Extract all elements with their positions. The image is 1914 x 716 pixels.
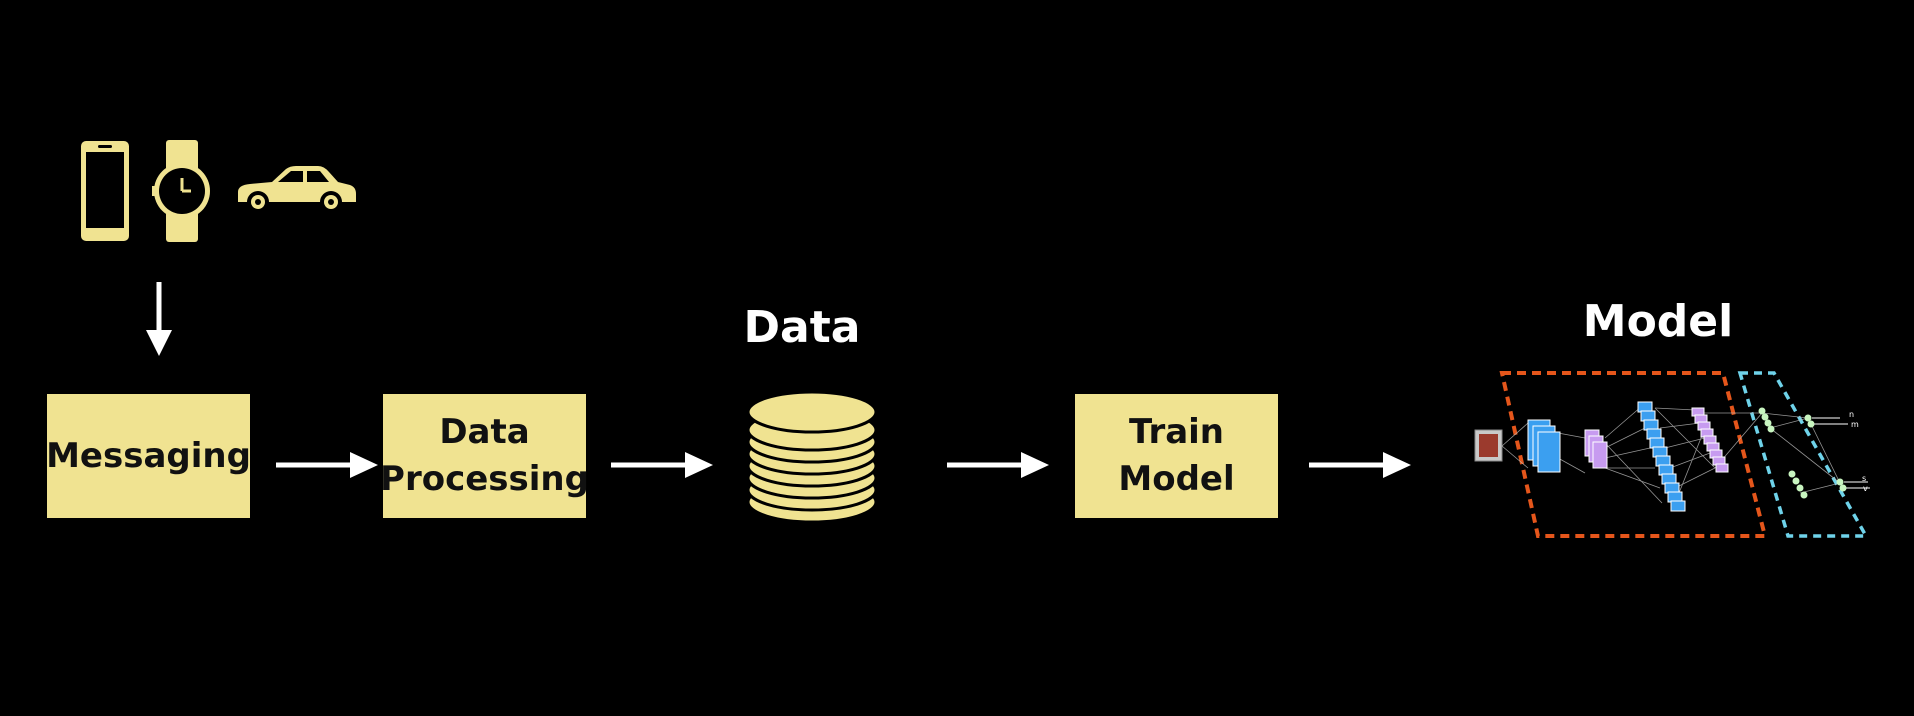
train-model-label-line2: Model <box>1118 459 1235 499</box>
arrow-right-2 <box>611 452 713 478</box>
data-processing-box: Data Processing <box>380 394 589 518</box>
output-label-m: m <box>1851 420 1859 429</box>
messaging-box: Messaging <box>46 394 251 518</box>
watch-icon <box>152 140 210 242</box>
model-title: Model <box>1582 296 1734 347</box>
arrow-right-4 <box>1309 452 1411 478</box>
output-label-s: s <box>1862 474 1866 483</box>
database-icon <box>746 390 878 524</box>
data-title: Data <box>743 302 861 353</box>
arrow-right-3 <box>947 452 1049 478</box>
data-processing-label-line1: Data <box>439 412 530 453</box>
neural-network-icon: n m s v <box>1474 371 1870 538</box>
smartphone-icon <box>81 141 129 241</box>
arrow-down <box>146 282 172 356</box>
data-processing-label-line2: Processing <box>380 459 589 499</box>
train-model-label-line1: Train <box>1128 412 1225 453</box>
output-label-v: v <box>1863 484 1868 493</box>
car-icon <box>238 166 356 213</box>
train-model-box: Train Model <box>1075 394 1278 518</box>
messaging-label: Messaging <box>46 435 251 476</box>
output-label-n: n <box>1849 410 1854 419</box>
arrow-right-1 <box>276 452 378 478</box>
